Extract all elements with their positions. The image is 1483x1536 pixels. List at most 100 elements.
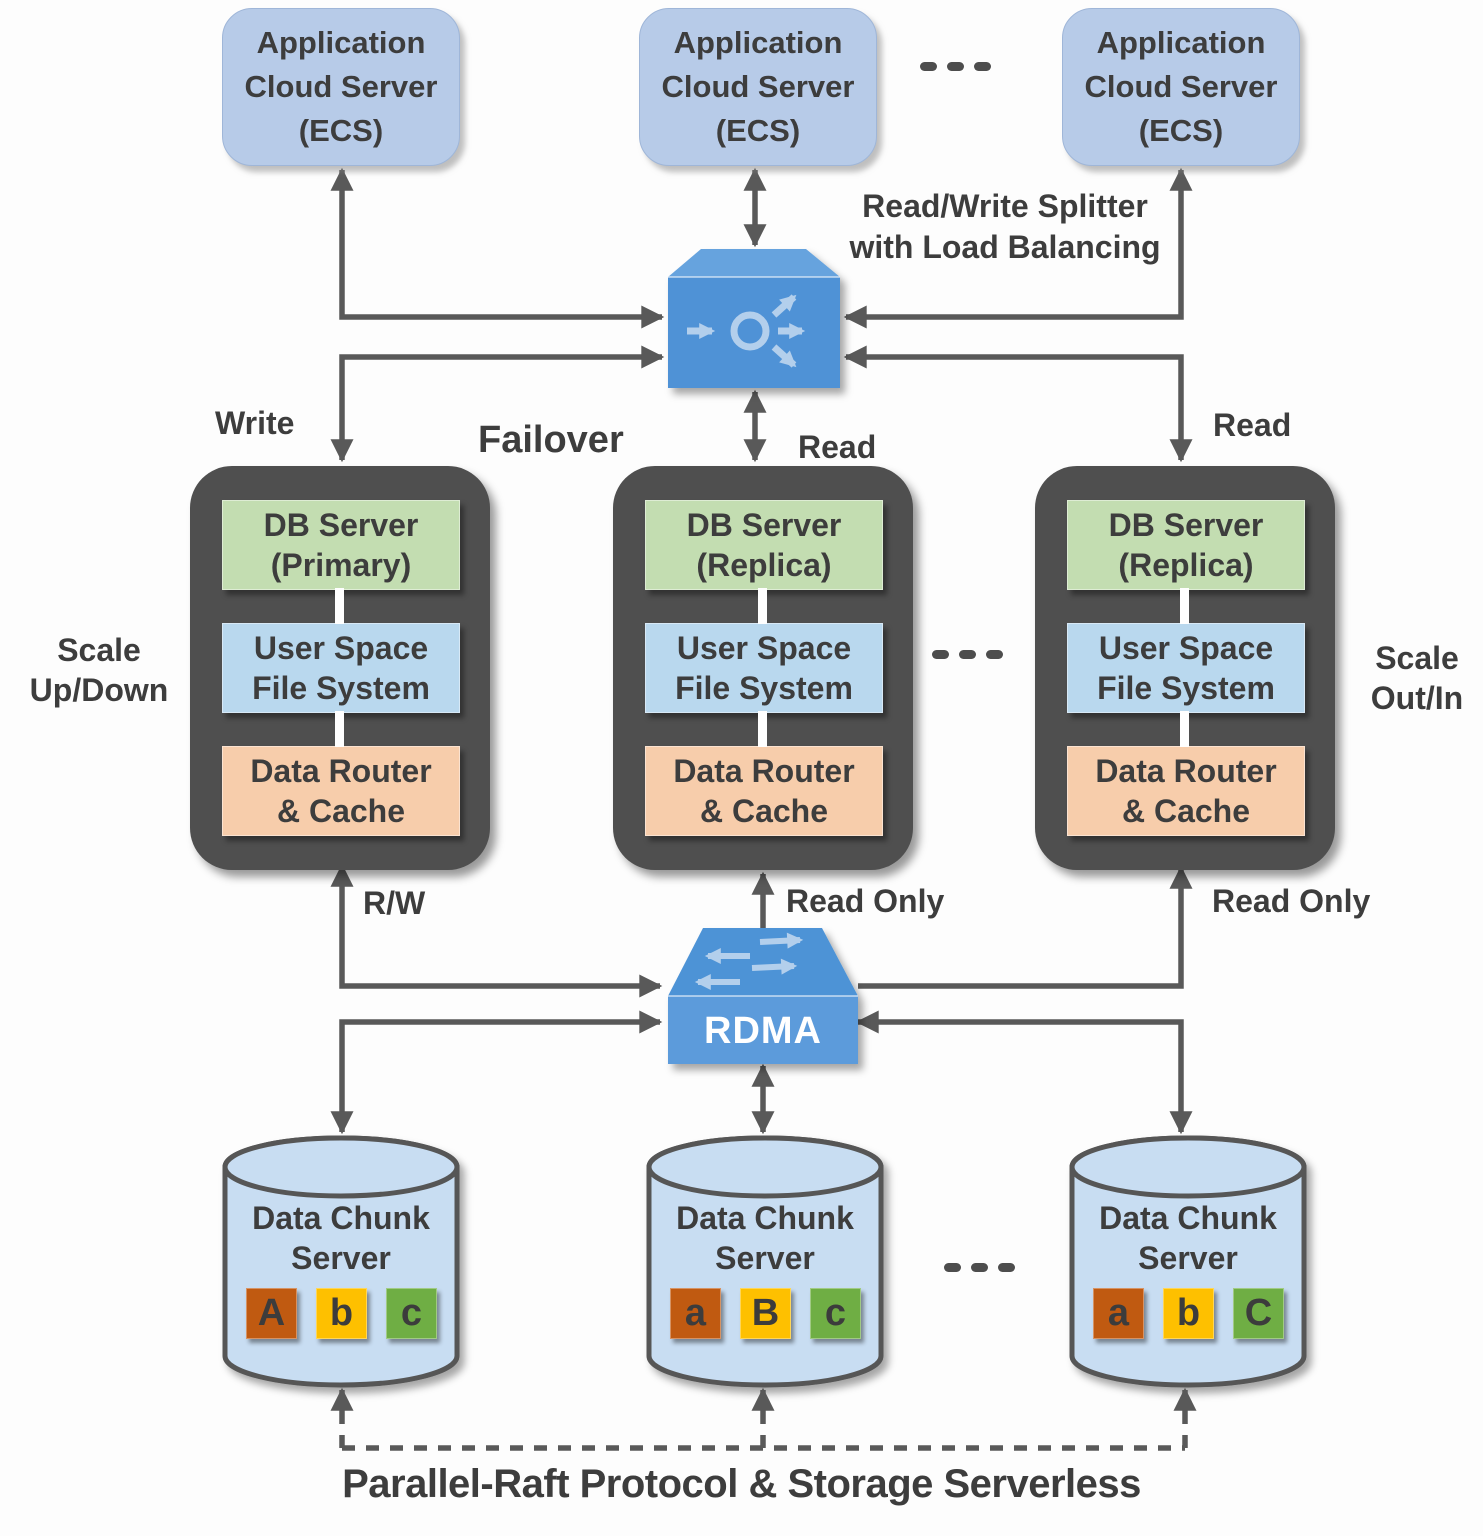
chunk-B: B [740, 1288, 791, 1339]
ecs-node-1: Application Cloud Server (ECS) [222, 8, 460, 166]
file-system-line: User Space [676, 630, 852, 666]
file-system-line: User Space [253, 630, 429, 666]
network-switch-icon [668, 928, 858, 1064]
scale-out-in-label: Scale Out/In [1352, 638, 1482, 718]
rdma-label: RDMA [704, 1010, 822, 1052]
ecs-label-line: (ECS) [1138, 113, 1224, 148]
chunk-a: a [670, 1288, 721, 1339]
ellipsis-middle [932, 650, 1003, 659]
ecs-label-line: Cloud Server [1084, 69, 1278, 104]
chunk-letter: A [257, 1292, 286, 1334]
data-router-box: Data Router & Cache [222, 746, 460, 836]
chunk-C: C [1233, 1288, 1284, 1339]
db-server-box: DB Server (Replica) [645, 500, 883, 590]
chunk-b: b [1163, 1288, 1214, 1339]
connector-bar [335, 711, 344, 747]
rw-label: R/W [363, 885, 426, 921]
data-router-line: Data Router [673, 753, 855, 789]
read-only-label-mid: Read Only [786, 883, 945, 919]
ecs-node-3: Application Cloud Server (ECS) [1062, 8, 1300, 166]
chunk-letter: a [684, 1292, 707, 1334]
chunk-server-line: Server [291, 1240, 391, 1276]
file-system-box: User Space File System [222, 623, 460, 713]
db-node-replica-2: DB Server (Replica) User Space File Syst… [1035, 466, 1335, 870]
scale-up-down-label: Scale Up/Down [8, 630, 190, 710]
data-router-box: Data Router & Cache [1067, 746, 1305, 836]
chunk-b: b [316, 1288, 367, 1339]
data-router-box: Data Router & Cache [645, 746, 883, 836]
db-server-line: DB Server [686, 507, 842, 543]
splitter-caption: Read/Write Splitter with Load Balancing [820, 186, 1190, 268]
scale-out-in-line: Out/In [1370, 680, 1464, 716]
chunk-letter: B [751, 1292, 780, 1334]
db-node-replica-1: DB Server (Replica) User Space File Syst… [613, 466, 913, 870]
connector-bar [1180, 588, 1189, 624]
data-router-line: Data Router [250, 753, 432, 789]
ecs-label-line: Application [673, 25, 843, 60]
ecs-node-2: Application Cloud Server (ECS) [639, 8, 877, 166]
db-server-box: DB Server (Replica) [1067, 500, 1305, 590]
scale-up-down-line: Scale [57, 632, 141, 668]
chunk-server-line: Data Chunk [1099, 1200, 1277, 1236]
db-server-line: (Primary) [270, 547, 412, 583]
solid-connectors [330, 167, 1193, 1135]
chunk-letter: C [1244, 1292, 1273, 1334]
read-only-label-right: Read Only [1212, 883, 1371, 919]
chunk-letter: b [329, 1292, 354, 1334]
file-system-box: User Space File System [1067, 623, 1305, 713]
chunk-letter: c [824, 1292, 847, 1334]
data-router-line: & Cache [1121, 793, 1251, 829]
chunk-letter: a [1107, 1292, 1130, 1334]
write-label: Write [215, 405, 295, 441]
ecs-label-line: Application [1096, 25, 1266, 60]
ecs-label-line: (ECS) [715, 113, 801, 148]
db-server-line: DB Server [1108, 507, 1264, 543]
ecs-label-line: Cloud Server [244, 69, 438, 104]
data-router-line: & Cache [699, 793, 829, 829]
scale-out-in-line: Scale [1375, 640, 1459, 676]
chunk-c: c [386, 1288, 437, 1339]
load-balancer-icon [668, 249, 840, 388]
ecs-label-line: Cloud Server [661, 69, 855, 104]
db-node-primary: DB Server (Primary) User Space File Syst… [190, 466, 490, 870]
file-system-line: File System [252, 670, 430, 706]
db-server-line: (Replica) [696, 547, 832, 583]
file-system-line: File System [1097, 670, 1275, 706]
chunk-server-line: Server [1138, 1240, 1238, 1276]
dashed-connectors [330, 1387, 1197, 1451]
splitter-caption-line: Read/Write Splitter [862, 188, 1148, 224]
db-server-line: DB Server [263, 507, 419, 543]
chunk-c: c [810, 1288, 861, 1339]
chunk-a: a [1093, 1288, 1144, 1339]
file-system-line: User Space [1098, 630, 1274, 666]
chunk-server-label-3: Data Chunk Server [1076, 1198, 1300, 1278]
chunk-server-line: Data Chunk [676, 1200, 854, 1236]
ellipsis-top [920, 62, 991, 71]
read-label-mid: Read [798, 429, 877, 465]
ecs-label-line: Application [256, 25, 426, 60]
data-router-line: & Cache [276, 793, 406, 829]
splitter-caption-line: with Load Balancing [849, 229, 1161, 265]
chunk-server-line: Server [715, 1240, 815, 1276]
file-system-box: User Space File System [645, 623, 883, 713]
chunk-letter: b [1176, 1292, 1201, 1334]
chunk-server-label-1: Data Chunk Server [229, 1198, 453, 1278]
ellipsis-bottom [944, 1263, 1015, 1272]
data-router-line: Data Router [1095, 753, 1277, 789]
chunk-server-label-2: Data Chunk Server [653, 1198, 877, 1278]
scale-up-down-line: Up/Down [29, 672, 169, 708]
footer-title: Parallel-Raft Protocol & Storage Serverl… [342, 1462, 1141, 1506]
connector-bar [335, 588, 344, 624]
db-server-box: DB Server (Primary) [222, 500, 460, 590]
connector-bar [758, 588, 767, 624]
connector-bar [1180, 711, 1189, 747]
connector-bar [758, 711, 767, 747]
ecs-label-line: (ECS) [298, 113, 384, 148]
chunk-A: A [246, 1288, 297, 1339]
read-label-right: Read [1213, 407, 1292, 443]
chunk-letter: c [400, 1292, 423, 1334]
db-server-line: (Replica) [1118, 547, 1254, 583]
file-system-line: File System [675, 670, 853, 706]
failover-label: Failover [478, 419, 624, 461]
